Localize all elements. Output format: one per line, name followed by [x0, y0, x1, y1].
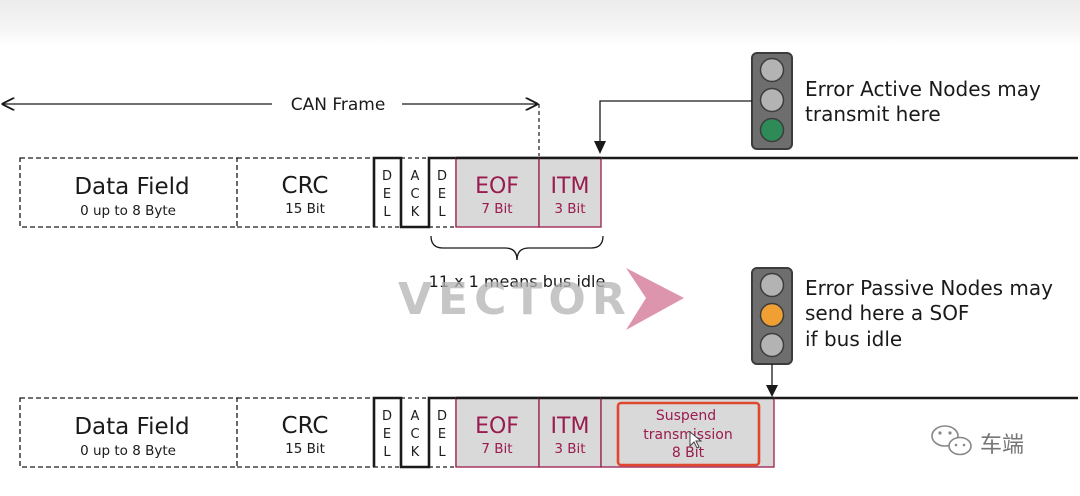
- suspend-highlight: [616, 401, 761, 467]
- svg-text:K: K: [411, 205, 420, 220]
- ack-delimiter-block: D E L: [429, 398, 457, 468]
- eof-subtitle: 7 Bit: [481, 441, 512, 457]
- svg-text:L: L: [438, 445, 446, 460]
- passive-note: Error Passive Nodes may send here a SOF …: [805, 276, 1053, 351]
- data-field-subtitle: 0 up to 8 Byte: [80, 203, 176, 219]
- active-arrow: [594, 100, 752, 154]
- data-field-title: Data Field: [74, 414, 189, 440]
- data-field-block: Data Field 0 up to 8 Byte: [19, 397, 238, 468]
- svg-text:C: C: [410, 427, 419, 442]
- crc-block: CRC 15 Bit: [237, 397, 374, 468]
- ack-delimiter-block: D E L: [429, 158, 457, 228]
- svg-text:C: C: [410, 187, 419, 202]
- itm-title: ITM: [551, 414, 590, 439]
- bit-waveform: [372, 156, 1078, 229]
- suspend-line2: transmission: [643, 427, 732, 443]
- svg-text:E: E: [438, 187, 446, 202]
- svg-text:D: D: [437, 169, 447, 184]
- suspend-transmission-block: Suspend transmission 8 Bit: [600, 396, 775, 468]
- svg-text:D: D: [382, 409, 392, 424]
- svg-text:L: L: [383, 205, 391, 220]
- vector-arrow-logo-icon: [626, 268, 684, 330]
- crc-delimiter-block: D E L: [382, 169, 392, 220]
- mouse-cursor-icon: [689, 430, 703, 449]
- watermark-text: 车端: [980, 433, 1024, 458]
- suspend-line1: Suspend: [656, 408, 716, 424]
- data-field-subtitle: 0 up to 8 Byte: [80, 443, 176, 459]
- crc-title: CRC: [282, 413, 329, 439]
- crc-delimiter-block: D E L: [382, 409, 392, 460]
- svg-text:A: A: [411, 169, 420, 184]
- traffic-light-green-icon: [751, 52, 793, 150]
- passive-note-line3: if bus idle: [805, 327, 902, 351]
- active-note-line1: Error Active Nodes may: [805, 77, 1041, 101]
- svg-text:K: K: [411, 445, 420, 460]
- eof-title: EOF: [475, 414, 519, 439]
- eof-block: EOF 7 Bit: [455, 156, 540, 228]
- ack-block: A C K: [410, 409, 419, 460]
- svg-text:A: A: [411, 409, 420, 424]
- eof-subtitle: 7 Bit: [481, 201, 512, 217]
- passive-note-line2: send here a SOF: [805, 301, 969, 325]
- traffic-light-orange-icon: [751, 267, 793, 365]
- crc-title: CRC: [282, 173, 329, 199]
- bus-idle-label: 11 x 1 means bus idle: [429, 272, 606, 291]
- crc-subtitle: 15 Bit: [285, 441, 325, 457]
- ack-block: A C K: [410, 169, 419, 220]
- svg-text:L: L: [438, 205, 446, 220]
- suspend-line3: 8 Bit: [672, 445, 705, 461]
- crc-block: CRC 15 Bit: [237, 157, 374, 228]
- passive-note-line1: Error Passive Nodes may: [805, 276, 1053, 300]
- bus-idle-brace: 11 x 1 means bus idle: [429, 235, 606, 291]
- data-field-block: Data Field 0 up to 8 Byte: [19, 157, 238, 228]
- itm-subtitle: 3 Bit: [554, 441, 585, 457]
- eof-title: EOF: [475, 174, 519, 199]
- itm-title: ITM: [551, 174, 590, 199]
- wechat-watermark: 车端: [931, 425, 1024, 458]
- svg-text:E: E: [383, 187, 391, 202]
- svg-text:D: D: [382, 169, 392, 184]
- svg-text:D: D: [437, 409, 447, 424]
- frame-row-1: Data Field 0 up to 8 Byte CRC 15 Bit D E…: [19, 156, 1078, 229]
- itm-block: ITM 3 Bit: [538, 396, 602, 468]
- frame-row-2: Data Field 0 up to 8 Byte CRC 15 Bit D E…: [19, 396, 1078, 469]
- vector-logo: VECTOR: [398, 268, 684, 330]
- svg-text:E: E: [438, 427, 446, 442]
- passive-arrow: [766, 364, 778, 397]
- can-frame-span: CAN Frame: [3, 95, 540, 156]
- eof-block: EOF 7 Bit: [455, 396, 540, 468]
- itm-block: ITM 3 Bit: [538, 156, 602, 228]
- vector-logo-text: VECTOR: [398, 274, 632, 325]
- itm-subtitle: 3 Bit: [554, 201, 585, 217]
- svg-text:E: E: [383, 427, 391, 442]
- active-note-line2: transmit here: [805, 102, 941, 126]
- crc-subtitle: 15 Bit: [285, 201, 325, 217]
- can-frame-label: CAN Frame: [291, 95, 386, 115]
- svg-text:L: L: [383, 445, 391, 460]
- data-field-title: Data Field: [74, 174, 189, 200]
- bit-waveform: [372, 396, 1078, 469]
- wechat-icon: [931, 425, 972, 456]
- active-note: Error Active Nodes may transmit here: [805, 77, 1041, 126]
